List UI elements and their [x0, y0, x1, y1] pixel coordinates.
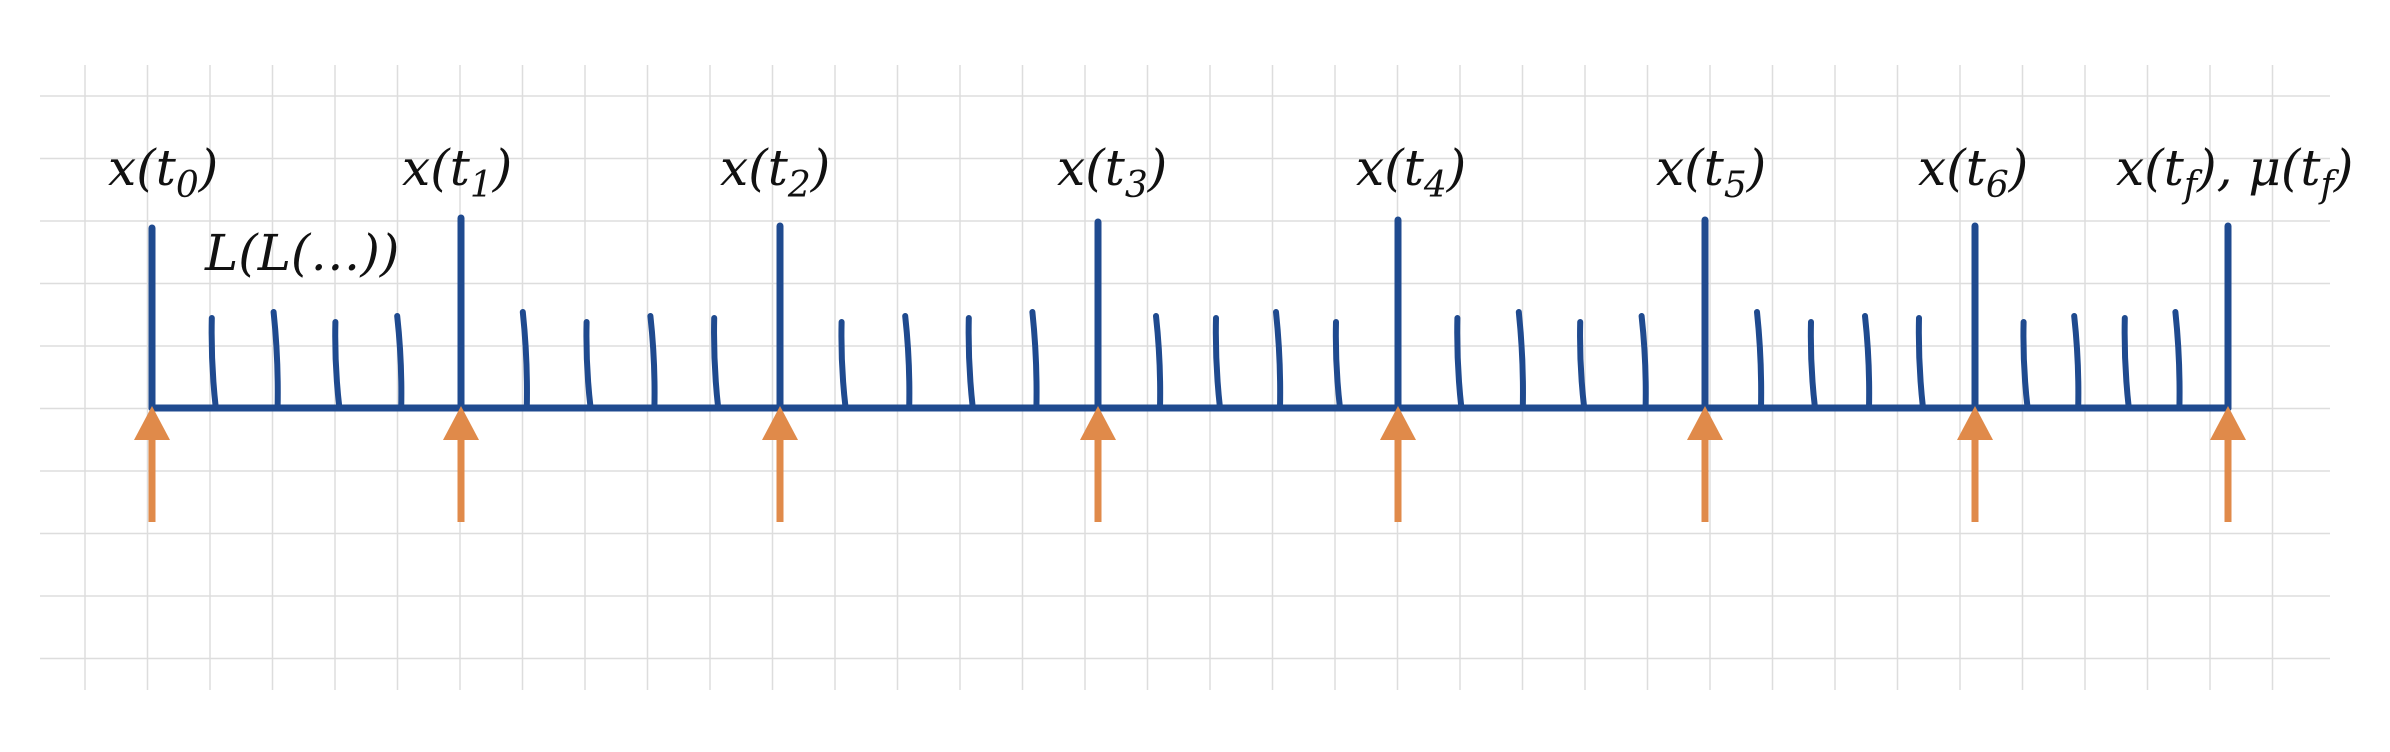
- input-arrow-2: [762, 406, 798, 522]
- knot-label-subscript: 4: [1423, 165, 1447, 206]
- input-arrows: [134, 406, 2246, 522]
- knot-label-3: x(t3): [1057, 139, 1167, 206]
- knot-label-subscript: 5: [1724, 165, 1747, 206]
- arrow-head: [1957, 406, 1993, 440]
- knot-label-tail-2: ): [2333, 139, 2354, 197]
- integration-tick: [1212, 315, 1223, 411]
- knot-label-subscript: 6: [1986, 165, 2009, 206]
- knot-label-main: x(t: [1057, 139, 1126, 197]
- integration-tick: [838, 319, 849, 411]
- input-arrow-6: [1957, 406, 1993, 522]
- integration-tick: [1807, 319, 1818, 411]
- integration-tick: [1454, 315, 1465, 411]
- knot-label-main: x(t: [1356, 139, 1425, 197]
- input-arrow-5: [1687, 406, 1723, 522]
- integration-tick: [1754, 309, 1765, 411]
- arrow-head: [1080, 406, 1116, 440]
- input-arrow-4: [1380, 406, 1416, 522]
- arrow-head: [2210, 406, 2246, 440]
- knot-label-tail: ): [198, 139, 219, 197]
- knot-label-4: x(t4): [1356, 139, 1466, 206]
- input-arrow-1: [443, 406, 479, 522]
- knot-label-1: x(t1): [402, 139, 512, 206]
- arrow-head: [762, 406, 798, 440]
- arrow-head: [443, 406, 479, 440]
- knot-label-main: x(t: [402, 139, 471, 197]
- integration-tick: [1153, 313, 1164, 411]
- knot-label-main: x(t: [720, 139, 789, 197]
- knot-label-subscript: 3: [1125, 165, 1148, 206]
- integration-tick: [394, 313, 405, 411]
- integration-tick: [270, 309, 281, 411]
- arrow-head: [1687, 406, 1723, 440]
- knot-label-2: x(t2): [720, 139, 830, 206]
- knot-label-5: x(t5): [1656, 139, 1766, 206]
- integration-tick: [1029, 309, 1040, 411]
- integration-tick: [332, 319, 343, 411]
- arrow-head: [134, 406, 170, 440]
- knot-label-7: x(tf), μ(tf): [2116, 139, 2353, 206]
- input-arrow-7: [2210, 406, 2246, 522]
- knot-label-tail: ): [2008, 139, 2029, 197]
- knot-label-main: x(t: [1656, 139, 1725, 197]
- knot-label-subscript: 1: [470, 165, 493, 206]
- arrow-head: [1380, 406, 1416, 440]
- integration-tick: [1515, 309, 1526, 411]
- integration-tick: [711, 315, 722, 411]
- knot-label-6: x(t6): [1918, 139, 2028, 206]
- knot-label-tail: ): [810, 139, 831, 197]
- input-arrow-3: [1080, 406, 1116, 522]
- integration-tick: [1638, 313, 1649, 411]
- knot-label-subscript: 0: [176, 165, 199, 206]
- knot-label-tail: ): [1147, 139, 1168, 197]
- integration-tick: [1915, 315, 1926, 411]
- knot-label-tail: ): [1446, 139, 1467, 197]
- knot-label-tail: ): [1746, 139, 1767, 197]
- integration-tick: [1332, 319, 1343, 411]
- integration-tick: [208, 315, 219, 411]
- knot-label-main: x(t: [108, 139, 177, 197]
- integration-tick: [902, 313, 913, 411]
- knot-label-main: x(t: [2116, 139, 2185, 197]
- integration-tick: [965, 315, 976, 411]
- knot-label-subscript: 2: [787, 165, 811, 206]
- knot-markers: [148, 214, 2232, 412]
- integral-label: L(L(…)): [204, 224, 399, 282]
- integration-tick: [647, 313, 658, 411]
- grid-background: [40, 65, 2330, 690]
- integration-tick: [2071, 313, 2082, 411]
- knot-label-0: x(t0): [108, 139, 218, 206]
- knot-labels: x(t0)x(t1)x(t2)x(t3)x(t4)x(t5)x(t6)x(tf)…: [108, 139, 2353, 206]
- knot-label-main: x(t: [1918, 139, 1987, 197]
- minor-ticks: [208, 309, 2183, 411]
- knot-label-tail: ), μ(t: [2196, 139, 2321, 197]
- integration-tick: [1862, 313, 1873, 411]
- knot-label-tail: ): [492, 139, 513, 197]
- integration-tick: [2020, 319, 2031, 411]
- integration-tick: [2172, 309, 2183, 411]
- input-arrow-0: [134, 406, 170, 522]
- integration-tick: [519, 309, 530, 411]
- integration-tick: [1577, 319, 1588, 411]
- integration-tick: [583, 319, 594, 411]
- integration-tick: [1273, 309, 1284, 411]
- integration-tick: [2121, 315, 2132, 411]
